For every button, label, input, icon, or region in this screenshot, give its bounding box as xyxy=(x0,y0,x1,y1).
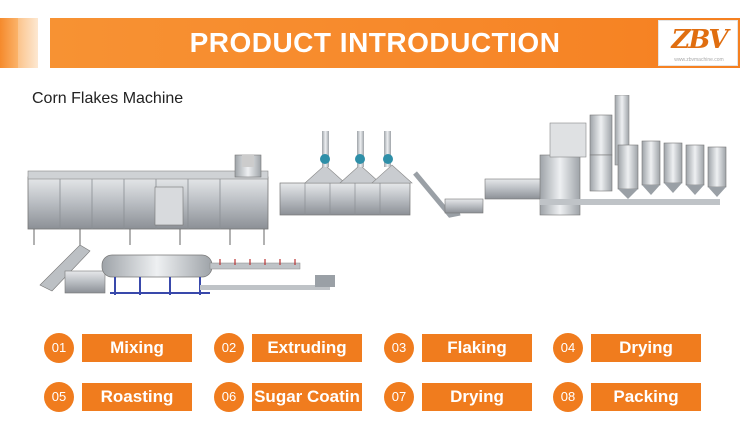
step-number-badge: 06 xyxy=(214,382,244,412)
dryer-oven xyxy=(27,154,269,245)
production-line-illustration xyxy=(27,95,727,295)
packing-line xyxy=(484,95,727,216)
step-label: Packing xyxy=(591,383,701,411)
step-label: Roasting xyxy=(82,383,192,411)
logo-subtext: www.zbvmachine.com xyxy=(674,57,724,63)
step-label: Mixing xyxy=(82,334,192,362)
coating-line xyxy=(39,244,335,295)
logo-mark: ZBV xyxy=(671,25,728,55)
step-number-badge: 04 xyxy=(553,333,583,363)
brand-logo: ZBV www.zbvmachine.com xyxy=(658,20,738,66)
step-number-badge: 07 xyxy=(384,382,414,412)
flaking-unit xyxy=(279,131,484,218)
banner-stripe-light xyxy=(18,18,38,68)
banner-stripe xyxy=(0,18,18,68)
step-number-badge: 05 xyxy=(44,382,74,412)
step-number-badge: 01 xyxy=(44,333,74,363)
machine-title: Corn Flakes Machine xyxy=(32,90,184,107)
step-label: Flaking xyxy=(422,334,532,362)
step-number-badge: 08 xyxy=(553,382,583,412)
step-label: Drying xyxy=(591,334,701,362)
banner-main xyxy=(50,18,740,68)
step-number-badge: 02 xyxy=(214,333,244,363)
step-number-badge: 03 xyxy=(384,333,414,363)
step-label: Sugar Coatin xyxy=(252,383,362,411)
step-label: Extruding xyxy=(252,334,362,362)
page-title: PRODUCT INTRODUCTION xyxy=(189,27,561,58)
header-banner: PRODUCT INTRODUCTION ZBV www.zbvmachine.… xyxy=(0,18,750,68)
step-label: Drying xyxy=(422,383,532,411)
